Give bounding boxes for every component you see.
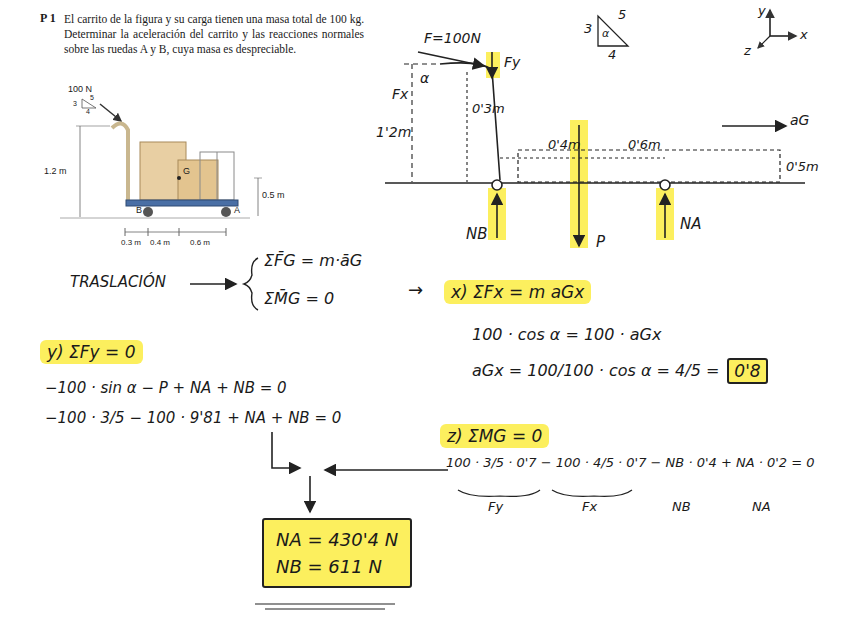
free-body-sketch — [190, 10, 805, 609]
cart-figure — [60, 99, 262, 236]
label: 4 — [86, 108, 90, 116]
label: aG — [790, 112, 809, 128]
label: 0.6 m — [190, 238, 210, 247]
label: Fy — [504, 54, 520, 70]
label: G — [183, 166, 190, 176]
label: NA — [680, 216, 701, 233]
label: Fx — [582, 500, 597, 515]
label: ΣM̄G = 0 — [264, 290, 334, 308]
node-text: z) ΣMG = 0 — [447, 426, 542, 446]
label: P — [596, 234, 605, 251]
label: 100 · 3/5 · 0'7 − 100 · 4/5 · 0'7 − NB ·… — [446, 456, 814, 471]
label: P 1 — [40, 12, 56, 26]
label: −100 · sin α − P + NA + NB = 0 — [45, 380, 287, 397]
label: 100 · cos α = 100 · aGx — [472, 326, 661, 344]
highlighted-equation: 0'8 — [727, 358, 767, 384]
label: −100 · 3/5 − 100 · 9'81 + NA + NB = 0 — [45, 410, 341, 427]
label: z — [744, 44, 751, 59]
label: 0.3 m — [121, 238, 141, 247]
label: 0'6m — [628, 138, 661, 153]
label: B — [136, 205, 142, 215]
highlighted-equation: y) ΣFy = 0 — [40, 340, 143, 364]
label: α — [420, 70, 429, 86]
node-text: x) ΣFx = m aGx — [451, 282, 584, 302]
label: 3 — [73, 100, 77, 108]
highlighted-equation: x) ΣFx = m aGx — [444, 280, 591, 304]
label: 5 — [90, 94, 94, 102]
label: NA — [752, 500, 771, 515]
label: 0'4m — [548, 138, 581, 153]
label: 0'3m — [472, 102, 505, 117]
label: 0.4 m — [150, 238, 170, 247]
node-text: y) ΣFy = 0 — [47, 342, 136, 362]
answer-box: NA = 430'4 NNB = 611 N — [262, 518, 412, 588]
label: 0.5 m — [262, 190, 285, 200]
node-text: NA = 430'4 N — [276, 526, 398, 553]
label: → — [408, 280, 423, 301]
label: 5 — [618, 8, 626, 23]
label: F=100N — [424, 30, 481, 46]
label: 100 N — [68, 84, 92, 94]
label: x — [800, 28, 808, 43]
label: NB — [672, 500, 691, 515]
label: 1'2m — [376, 124, 411, 140]
label: Fx — [392, 86, 408, 102]
label: y — [758, 4, 766, 19]
label: ΣF̄G = m·āG — [264, 252, 362, 270]
label: 1.2 m — [44, 166, 67, 176]
highlighted-equation: z) ΣMG = 0 — [440, 424, 549, 448]
label: 4 — [608, 48, 616, 63]
label: Fy — [488, 500, 503, 515]
label: aGx = 100/100 · cos α = 4/5 = — [472, 362, 719, 380]
label: α — [602, 28, 609, 41]
node-text: 0'8 — [734, 361, 760, 381]
label: A — [234, 205, 240, 215]
label: NB — [466, 226, 488, 243]
label: El carrito de la figura y su carga tiene… — [64, 12, 364, 57]
label: TRASLACIÓN — [70, 274, 166, 291]
label: 0'5m — [786, 160, 819, 175]
node-text: NB = 611 N — [276, 553, 398, 580]
label: 3 — [584, 22, 592, 37]
